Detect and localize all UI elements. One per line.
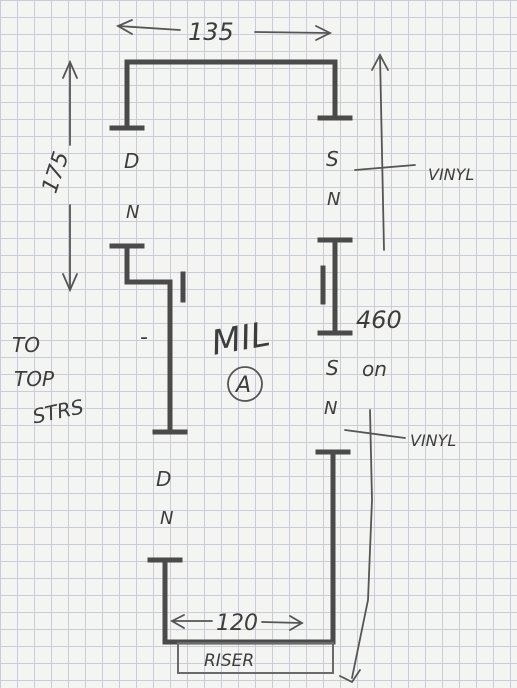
vinyl-top-leader [354, 164, 416, 171]
dim-top-line-left [117, 25, 181, 31]
dim-right-line [379, 54, 385, 251]
dim-lower-right-line [351, 409, 373, 679]
dim-lower-right-arrow [339, 669, 361, 684]
note-left-line-2: TOP [14, 367, 55, 391]
sn-lower-s: S [326, 356, 339, 380]
wall-left-jog [124, 243, 173, 285]
vinyl-top-label: VINYL [428, 165, 474, 184]
room-name-label: MIL [209, 314, 273, 364]
sn-upper-s: S [326, 147, 339, 171]
room-tag-label: A [234, 373, 251, 398]
dim-bottom-arrow-left [170, 614, 185, 629]
riser-box [177, 642, 334, 674]
sn-lower-n: N [324, 398, 337, 419]
riser-label: RISER [204, 651, 254, 671]
dn-lower-d: D [156, 467, 171, 491]
note-left-line-1: TO [12, 333, 40, 357]
vinyl-bottom-leader [344, 429, 406, 439]
dim-left-arrow-bottom [62, 273, 78, 293]
dim-top-line-right [254, 31, 331, 34]
room-tag-circle [227, 366, 263, 402]
dn-upper-d: D [124, 149, 139, 173]
dim-right-sublabel: on [362, 357, 387, 381]
dim-right-label: 460 [356, 306, 402, 334]
dim-bottom-arrow-right [289, 615, 304, 631]
dim-top-label: 135 [188, 18, 234, 46]
dim-bottom-label: 120 [216, 611, 258, 636]
dim-left-label: 175 [38, 149, 75, 197]
walls [109, 59, 353, 674]
note-left-line-3: STRS [30, 394, 86, 428]
dim-right-arrow-top [371, 53, 389, 71]
dn-upper-n: N [126, 202, 139, 223]
dim-top-arrow-left [115, 19, 133, 35]
sn-upper-n: N [327, 189, 340, 210]
dim-top-arrow-right [315, 25, 333, 41]
dimension-lines [62, 19, 416, 684]
dash-mark: - [140, 325, 148, 350]
dn-lower-n: N [160, 508, 173, 529]
vinyl-bottom-label: VINYL [410, 431, 456, 450]
dim-left-arrow-top [62, 59, 78, 79]
dim-bottom-line-right [261, 621, 303, 624]
wall-top [124, 59, 338, 131]
text-labels: 135 175 120 460 on VINYL VINYL MIL A TO … [12, 18, 474, 671]
